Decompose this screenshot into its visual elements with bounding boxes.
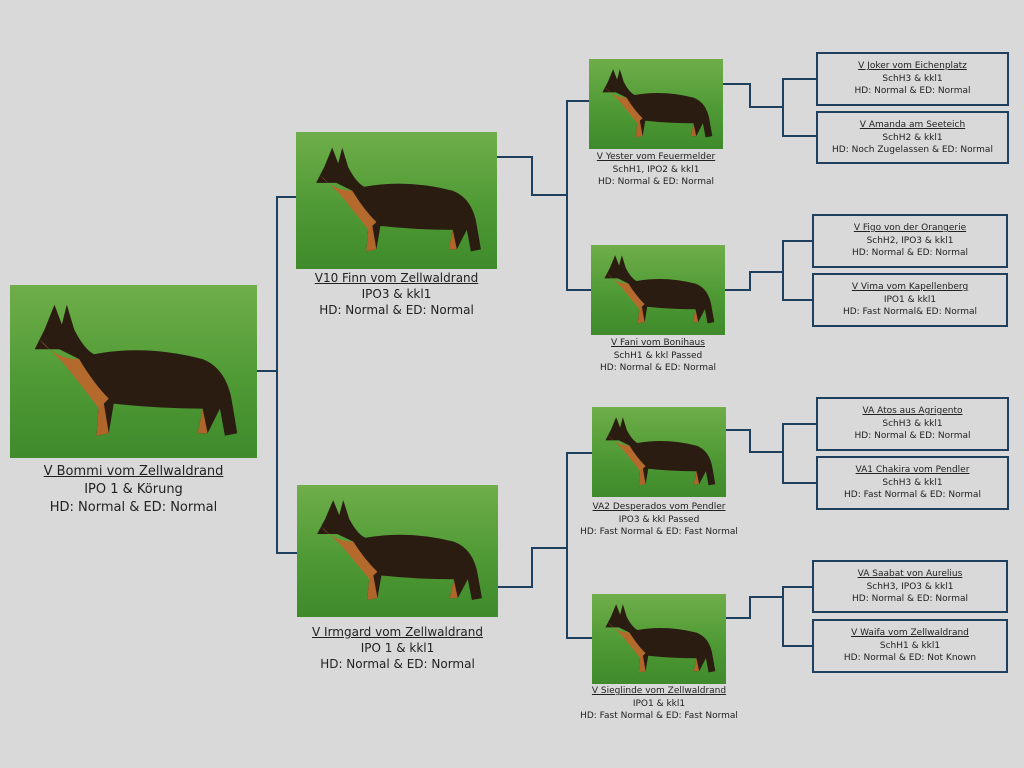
gen3-photo	[589, 59, 723, 149]
subject-name[interactable]: V Bommi vom Zellwaldrand	[43, 464, 224, 479]
gen4-title: SchH1 & kkl1	[879, 640, 941, 651]
dog-image	[317, 500, 482, 601]
gen4-title: SchH2, IPO3 & kkl1	[866, 235, 954, 246]
dog-image	[34, 304, 238, 436]
gen4-health: HD: Normal & ED: Normal	[854, 431, 971, 441]
gen3-health: HD: Normal & ED: Normal	[598, 177, 714, 187]
gen3-photo	[591, 245, 725, 335]
gen4-health: HD: Fast Normal& ED: Normal	[842, 307, 978, 317]
gen4-health: HD: Normal & ED: Normal	[852, 594, 968, 604]
gen4-title: SchH3, IPO3 & kkl1	[866, 581, 954, 592]
dog-image	[604, 255, 715, 324]
gen3-title: IPO1 & kkl1	[632, 698, 686, 709]
gen3-health: HD: Fast Normal & ED: Fast Normal	[580, 527, 738, 537]
gen4-title: IPO1 & kkl1	[883, 294, 937, 305]
sire-title: IPO3 & kkl1	[361, 287, 432, 301]
dam-photo	[297, 485, 498, 617]
dam-health: HD: Normal & ED: Normal	[320, 657, 475, 671]
dam-name[interactable]: V Irmgard vom Zellwaldrand	[312, 625, 483, 639]
dog-image	[605, 604, 716, 673]
dog-image	[602, 69, 713, 138]
dam-title: IPO 1 & kkl1	[360, 641, 435, 655]
sire-name[interactable]: V10 Finn vom Zellwaldrand	[314, 271, 479, 285]
gen4-health: HD: Normal & ED: Normal	[852, 248, 968, 258]
gen3-photo	[592, 407, 726, 497]
gen3-name[interactable]: VA2 Desperados vom Pendler	[592, 502, 726, 512]
gen3-photo	[592, 594, 726, 684]
gen3-title: SchH1, IPO2 & kkl1	[612, 164, 700, 175]
gen4-title: SchH3 & kkl1	[882, 418, 943, 429]
gen4-health: HD: Noch Zugelassen & ED: Normal	[832, 145, 993, 155]
subject-photo	[10, 285, 257, 458]
subject-health: HD: Normal & ED: Normal	[49, 500, 218, 515]
subject-label: V Bommi vom Zellwaldrand IPO 1 & Körung …	[10, 463, 257, 517]
dog-image	[605, 417, 716, 486]
gen4-name[interactable]: V Joker vom Eichenplatz	[858, 61, 967, 71]
gen4-title: SchH3 & kkl1	[882, 73, 943, 84]
gen4-health: HD: Fast Normal & ED: Normal	[844, 490, 981, 500]
gen4-name[interactable]: V Amanda am Seeteich	[859, 120, 966, 130]
gen3-title: SchH1 & kkl Passed	[613, 350, 703, 361]
gen4-name[interactable]: V Waifa vom Zellwaldrand	[851, 628, 969, 638]
gen3-name[interactable]: V Yester vom Feuermelder	[596, 152, 716, 162]
gen3-name[interactable]: V Fani vom Bonihaus	[611, 338, 705, 348]
gen4-health: HD: Normal & ED: Normal	[854, 86, 971, 96]
gen4-title: SchH2 & kkl1	[882, 132, 943, 143]
gen4-title: SchH3 & kkl1	[882, 477, 943, 488]
gen3-name[interactable]: V Sieglinde vom Zellwaldrand	[591, 686, 727, 696]
gen4-name[interactable]: VA Saabat von Aurelius	[857, 569, 963, 579]
gen3-health: HD: Fast Normal & ED: Fast Normal	[580, 711, 738, 721]
subject-title: IPO 1 & Körung	[84, 482, 183, 497]
sire-label: V10 Finn vom Zellwaldrand IPO3 & kkl1 HD…	[296, 270, 497, 318]
dam-label: V Irmgard vom Zellwaldrand IPO 1 & kkl1 …	[297, 624, 498, 672]
sire-health: HD: Normal & ED: Normal	[319, 303, 474, 317]
dog-image	[316, 147, 481, 252]
gen4-name[interactable]: VA1 Chakira vom Pendler	[855, 465, 970, 475]
gen4-name[interactable]: V Figo von der Orangerie	[853, 223, 967, 233]
sire-photo	[296, 132, 497, 269]
gen4-health: HD: Normal & ED: Not Known	[843, 653, 977, 663]
gen3-title: IPO3 & kkl Passed	[618, 514, 700, 525]
gen4-name[interactable]: VA Atos aus Agrigento	[862, 406, 963, 416]
gen4-name[interactable]: V Vima vom Kapellenberg	[851, 282, 969, 292]
gen3-health: HD: Normal & ED: Normal	[600, 363, 716, 373]
